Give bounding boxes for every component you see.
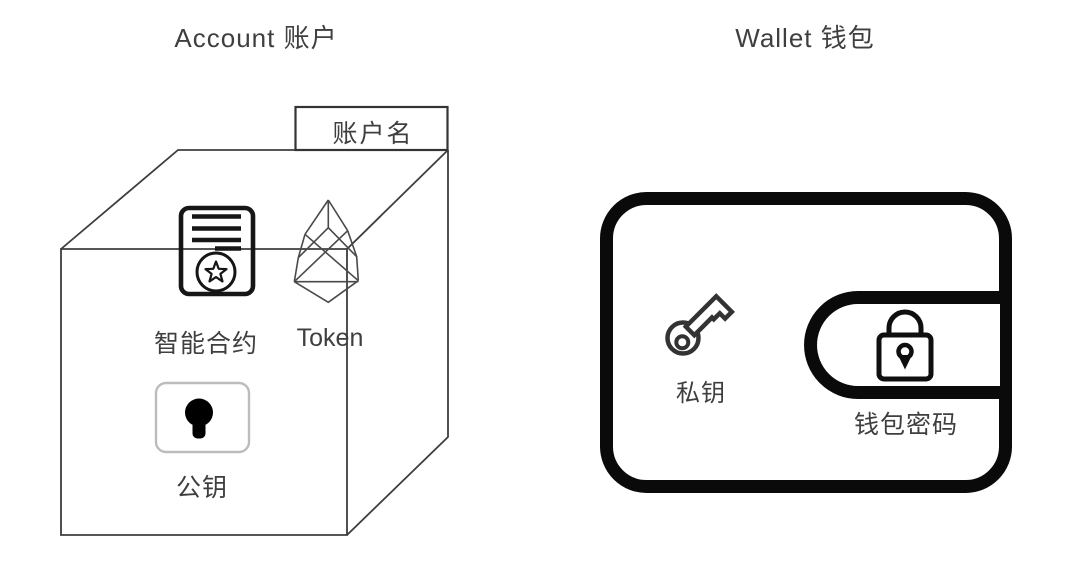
smart-contract-label: 智能合约 [153, 330, 259, 358]
account-title: Account 账户 [174, 23, 338, 53]
private-key-icon [665, 293, 735, 356]
account-name-tab [294, 105, 449, 152]
lock-icon [876, 309, 934, 382]
account-name-tab-label: 账户名 [332, 120, 414, 148]
wallet-password-label: 钱包密码 [853, 411, 959, 439]
eos-token-icon [293, 199, 360, 304]
private-key-label: 私钥 [676, 380, 726, 407]
smart-contract-icon [178, 205, 256, 297]
token-label: Token [296, 324, 364, 352]
star-icon [204, 260, 228, 283]
keyhole-icon [185, 398, 213, 427]
public-key-icon [154, 381, 251, 454]
public-key-label: 公钥 [175, 474, 229, 502]
wallet-title: Wallet 钱包 [735, 23, 875, 53]
